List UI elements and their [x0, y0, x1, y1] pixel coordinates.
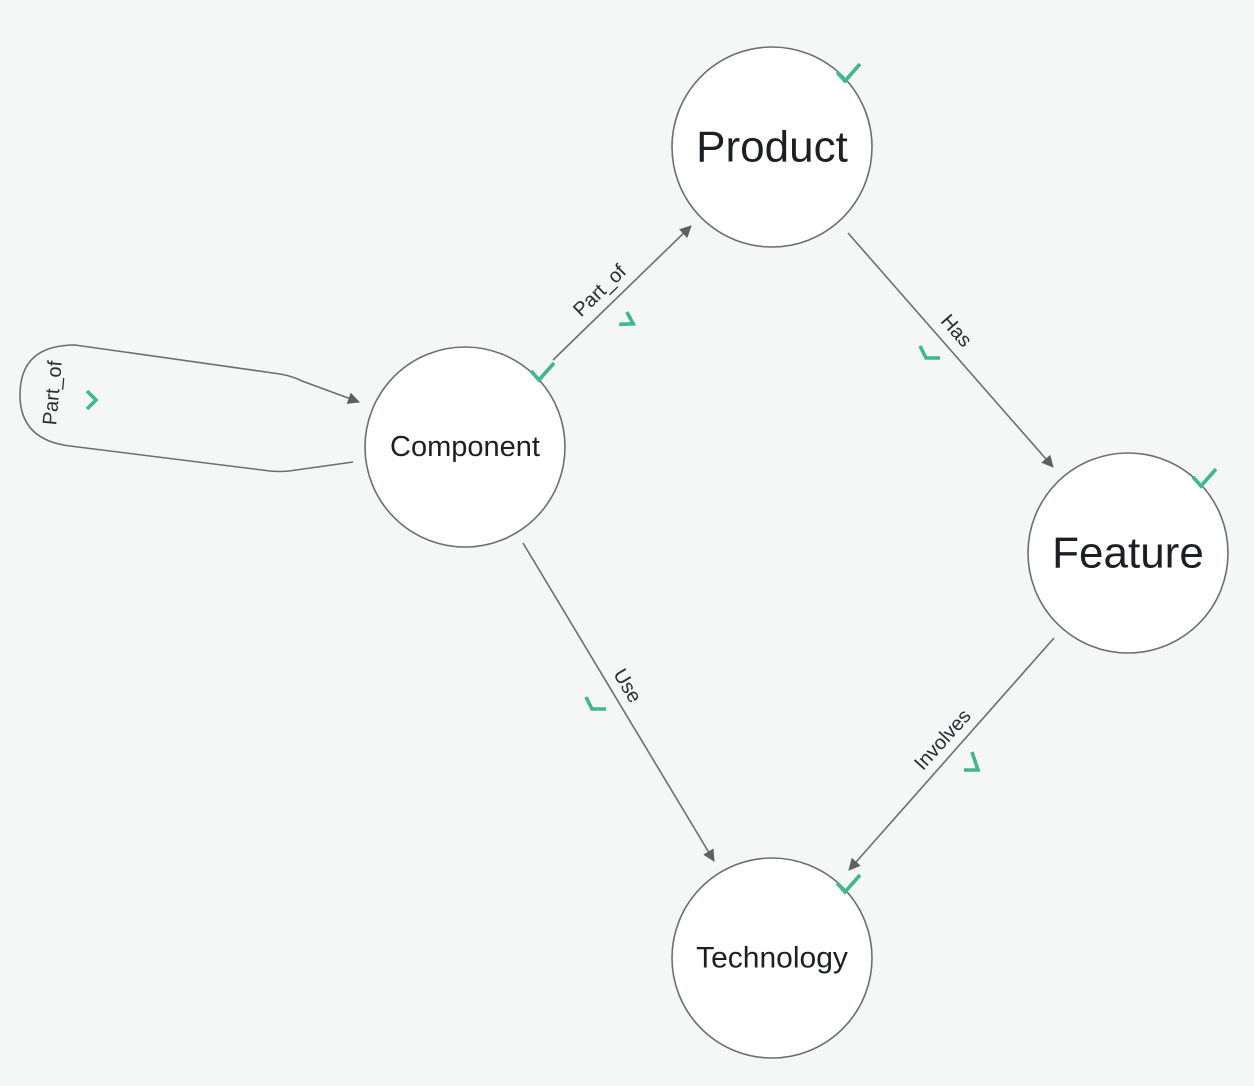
node-label: Technology: [696, 942, 848, 975]
node-technology[interactable]: Technology: [671, 857, 873, 1059]
node-label: Component: [390, 431, 540, 463]
node-circle: [671, 46, 873, 248]
edge-line: [522, 542, 715, 862]
edge-part-of-component-product[interactable]: Part_of: [552, 225, 692, 361]
node-label: Feature: [1052, 529, 1204, 578]
node-component[interactable]: Component: [364, 346, 566, 548]
edge-line: [848, 637, 1055, 871]
check-icon: [529, 361, 556, 383]
edge-has-product-feature[interactable]: Has: [847, 232, 1054, 468]
edge-line: [847, 232, 1054, 468]
edge-label: Part_of: [569, 260, 631, 321]
node-circle: [1027, 452, 1229, 654]
check-icon: [584, 696, 606, 711]
edge-label: Use: [608, 665, 645, 707]
edge-involves-feature-technology[interactable]: Involves: [848, 637, 1055, 871]
check-icon: [835, 62, 862, 84]
edge-label: Part_of: [39, 359, 67, 426]
check-icon: [619, 311, 637, 327]
edge-line: [19, 344, 360, 473]
check-icon: [85, 389, 99, 411]
edge-line: [552, 225, 692, 361]
edge-part-of-self-loop[interactable]: Part_of: [19, 344, 360, 473]
node-circle: [364, 346, 566, 548]
node-feature[interactable]: Feature: [1027, 452, 1229, 654]
node-label: Product: [696, 123, 848, 172]
node-product[interactable]: Product: [671, 46, 873, 248]
edge-use-component-technology[interactable]: Use: [522, 542, 715, 862]
edge-label: Has: [936, 310, 976, 351]
check-icon: [1191, 467, 1218, 489]
check-icon: [918, 345, 940, 360]
check-icon: [835, 873, 862, 895]
node-circle: [671, 857, 873, 1059]
check-icon: [964, 751, 981, 772]
